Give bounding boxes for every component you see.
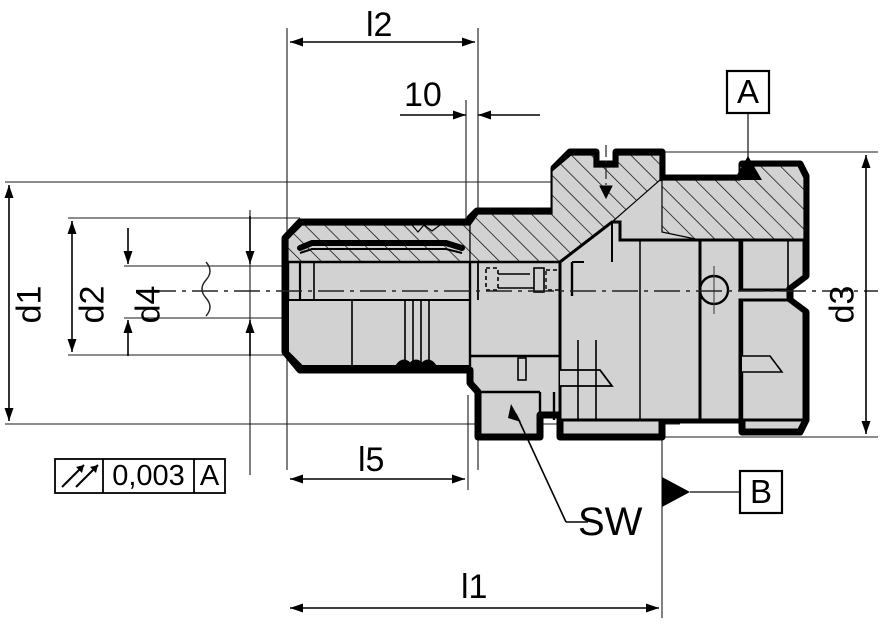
sw-callout-label: SW [578,500,643,544]
total-runout-icon [61,464,99,488]
tolerance-frame [54,458,226,494]
dim-label-l5: l5 [358,441,385,479]
datum-b-box [738,469,784,515]
dim-label-d2: d2 [73,285,112,324]
dim-label-d4: d4 [129,285,168,324]
dim-label-l1: l1 [461,568,488,606]
break-line [201,261,211,317]
body-region-center [558,220,702,422]
datum-a-leader [734,110,762,180]
hatch-region-flange-upper [661,165,805,241]
tolerance-value: 0,003 [112,460,185,492]
dim-label-d1: d1 [10,285,49,324]
datum-a-label: A [736,73,759,110]
datum-a-box [725,69,771,115]
dim-label-l2: l2 [366,6,393,44]
sw-leader [508,404,588,523]
dim-label-10: 10 [404,76,442,114]
body-region-flange-rim [738,238,806,422]
internal-detail-lines [297,145,789,420]
dim-label-d3: d3 [823,285,862,324]
datum-b-leader [662,477,740,507]
body-region-nut-lower [287,299,471,367]
datum-b-label: B [749,473,772,510]
tolerance-datum-ref: A [199,460,220,492]
dimension-lines [4,37,871,613]
